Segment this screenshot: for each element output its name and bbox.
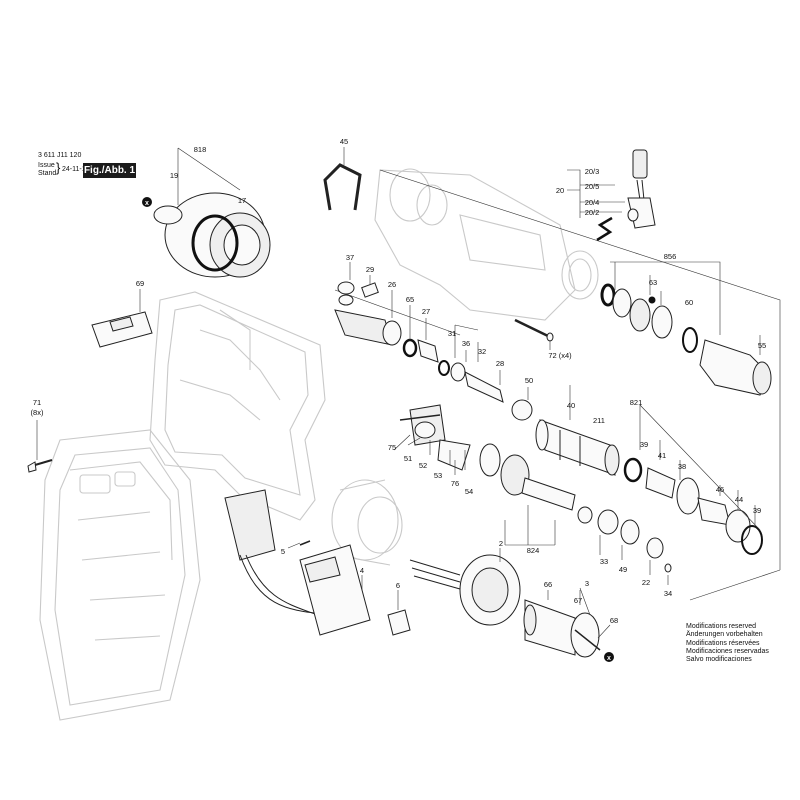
label-20-2: 20/2: [585, 208, 600, 217]
label-20-5: 20/5: [585, 182, 600, 191]
label-40: 40: [567, 401, 575, 410]
gear-cluster-824: [479, 443, 672, 585]
label-3: 3: [585, 579, 589, 588]
label-20: 20: [556, 186, 564, 195]
spindle-assembly: [535, 385, 763, 555]
x-marker-label-2: x: [607, 655, 611, 662]
x-marker-icon: [142, 197, 152, 207]
assembly-frame-lines: [334, 169, 781, 601]
note-en: Modifications reserved: [686, 623, 757, 630]
label-34: 34: [664, 589, 672, 598]
label-75: 75: [388, 443, 396, 452]
label-38: 38: [678, 462, 686, 471]
label-71-qty: (8x): [31, 408, 44, 417]
issue-label: Issue: [38, 162, 55, 169]
stator-2: [409, 548, 521, 626]
x-marker-icon-2: [604, 652, 614, 662]
label-46: 46: [716, 485, 724, 494]
note-de: Änderungen vorbehalten: [686, 631, 763, 639]
modifications-notice: Modifications reserved Änderungen vorbeh…: [686, 623, 769, 664]
label-27: 27: [422, 307, 430, 316]
brace-glyph: }: [56, 160, 61, 175]
note-es: Modificaciones reservadas: [686, 647, 769, 655]
label-65: 65: [406, 295, 414, 304]
label-821: 821: [630, 398, 643, 407]
label-67: 67: [574, 596, 582, 605]
label-39-b: 39: [753, 506, 761, 515]
x-marker-label: x: [145, 200, 149, 207]
doc-number: 3 611 J11 120: [38, 152, 82, 159]
label-55: 55: [758, 341, 766, 350]
label-53: 53: [434, 471, 442, 480]
label-824: 824: [527, 546, 540, 555]
label-54: 54: [465, 487, 473, 496]
label-71: 71: [33, 398, 41, 407]
figure-badge: Fig./Abb. 1: [83, 163, 136, 178]
label-37: 37: [346, 253, 354, 262]
label-22: 22: [642, 578, 650, 587]
selector-linkage: [393, 404, 471, 475]
label-39-a: 39: [640, 440, 648, 449]
label-20-4: 20/4: [585, 198, 600, 207]
note-pt: Salvo modificaciones: [686, 656, 752, 664]
handle-housing-outline: [149, 291, 326, 521]
label-19: 19: [170, 171, 178, 180]
shaft-assembly: [334, 262, 533, 421]
chuck-assembly-856: [600, 261, 772, 396]
plate-69: [91, 289, 153, 348]
label-29: 29: [366, 265, 374, 274]
label-5: 5: [281, 547, 285, 556]
label-17: 17: [238, 196, 246, 205]
label-49: 49: [619, 565, 627, 574]
label-32: 32: [478, 347, 486, 356]
label-66: 66: [544, 580, 552, 589]
label-28: 28: [496, 359, 504, 368]
bearing-plate-818: [153, 147, 271, 278]
label-68: 68: [610, 616, 618, 625]
label-33: 33: [600, 557, 608, 566]
label-63: 63: [649, 278, 657, 287]
label-72: 72 (x4): [548, 351, 572, 360]
clip-45: [323, 147, 362, 211]
label-818: 818: [194, 145, 207, 154]
issue-date: 24-11-19: [62, 166, 90, 173]
label-36: 36: [462, 339, 470, 348]
armature-3: [523, 587, 611, 658]
stand-label: Stand: [38, 170, 57, 177]
label-20-3: 20/3: [585, 167, 600, 176]
label-26: 26: [388, 280, 396, 289]
label-45: 45: [340, 137, 348, 146]
label-31: 31: [448, 329, 456, 338]
label-44: 44: [735, 495, 743, 504]
switch-module: [224, 489, 411, 636]
label-6: 6: [396, 581, 400, 590]
label-51: 51: [404, 454, 412, 463]
label-4: 4: [360, 566, 364, 575]
brush-holder-20: [567, 149, 656, 242]
label-211: 211: [593, 416, 605, 425]
label-41: 41: [658, 451, 666, 460]
label-60: 60: [685, 298, 693, 307]
label-52: 52: [419, 461, 427, 470]
note-fr: Modifications réservées: [686, 639, 760, 647]
label-2: 2: [499, 539, 503, 548]
label-856: 856: [664, 252, 677, 261]
gear-housing-ghost: [374, 168, 599, 321]
label-76: 76: [451, 479, 459, 488]
screw-71: [27, 420, 53, 473]
part-labels: 818 19 17 69 71 (8x) 45 37 29 26 65 27 3…: [31, 137, 767, 662]
label-69: 69: [136, 279, 144, 288]
housing-ghost: [39, 429, 201, 721]
label-50: 50: [525, 376, 533, 385]
screw-72: [514, 318, 554, 350]
